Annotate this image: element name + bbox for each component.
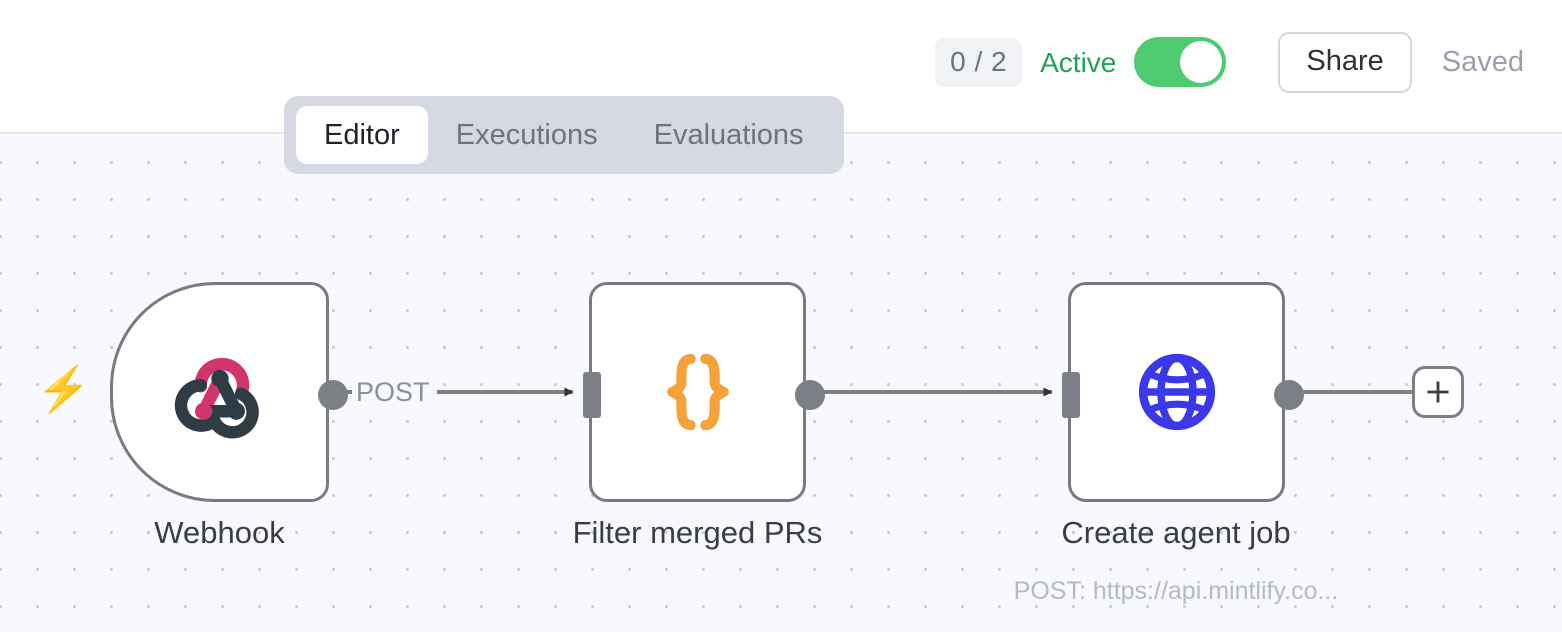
active-status-label: Active <box>1040 46 1117 78</box>
share-button[interactable]: Share <box>1278 32 1412 93</box>
node-webhook-body <box>113 285 326 499</box>
add-node-button[interactable] <box>1412 366 1464 418</box>
webhook-output-port[interactable] <box>318 380 348 410</box>
active-toggle[interactable] <box>1134 37 1227 88</box>
filter-input-port[interactable] <box>583 372 601 418</box>
plus-icon <box>1427 381 1449 403</box>
node-filter-merged-prs[interactable] <box>583 282 825 502</box>
tab-editor[interactable]: Editor <box>296 106 428 164</box>
node-filter-body <box>592 285 803 499</box>
webhook-icon <box>174 357 259 439</box>
header-actions: 0 / 2 Active Share Saved <box>935 32 1524 93</box>
node-create-agent-job[interactable] <box>1062 282 1304 502</box>
create-agent-input-port[interactable] <box>1062 372 1080 418</box>
tab-evaluations[interactable]: Evaluations <box>653 118 804 151</box>
globe-icon <box>1138 353 1215 431</box>
curly-braces-icon <box>666 353 729 431</box>
node-label-create-agent-job: Create agent job <box>1061 515 1291 550</box>
run-count-badge: 0 / 2 <box>935 37 1023 88</box>
filter-output-port[interactable] <box>795 380 825 410</box>
view-tabs: Editor Executions Evaluations <box>284 96 844 174</box>
node-create-agent-body <box>1071 285 1282 499</box>
workflow-canvas[interactable]: POST ⚡ <box>0 136 1562 632</box>
node-label-webhook: Webhook <box>154 515 285 550</box>
toggle-knob <box>1180 41 1223 84</box>
node-sublabel-create-agent-job: POST: https://api.mintlify.co... <box>1013 577 1339 605</box>
lightning-bolt-icon: ⚡ <box>36 365 91 414</box>
node-label-filter-merged-prs: Filter merged PRs <box>572 515 823 550</box>
saved-status-label: Saved <box>1441 46 1524 78</box>
tab-executions[interactable]: Executions <box>455 118 598 151</box>
create-agent-output-port[interactable] <box>1274 380 1304 410</box>
edge-label-post: POST <box>352 379 434 406</box>
node-webhook[interactable] <box>110 282 348 502</box>
